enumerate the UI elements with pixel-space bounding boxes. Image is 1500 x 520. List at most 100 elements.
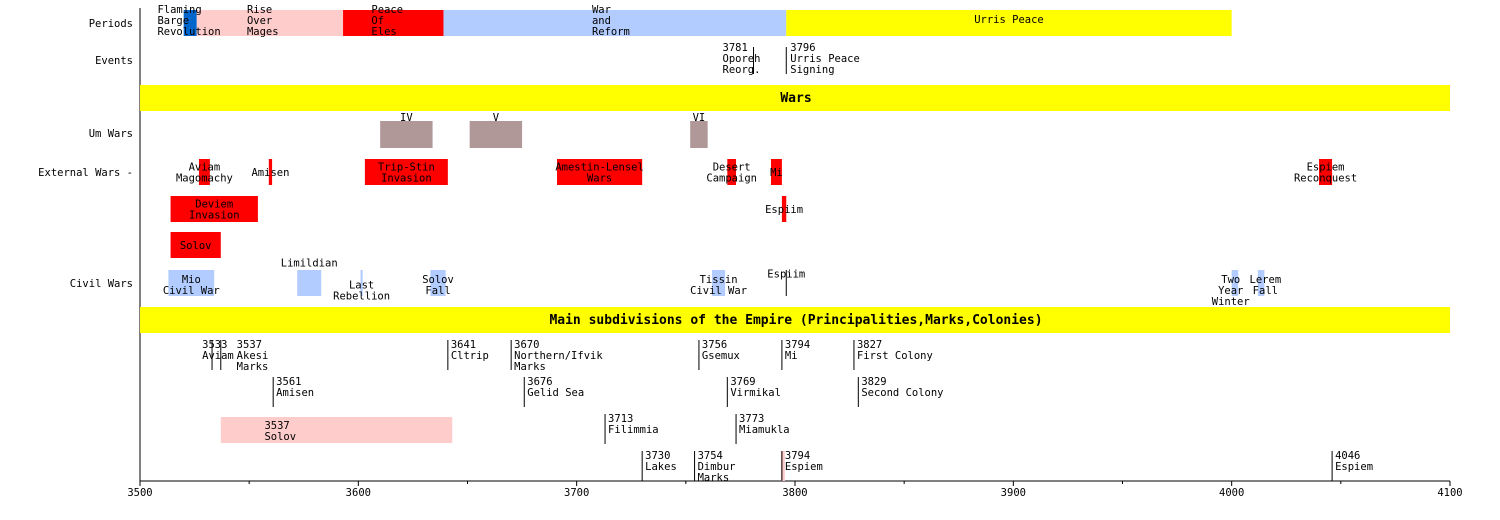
period-label: Revolution <box>157 26 220 38</box>
period-label: Over <box>247 15 272 27</box>
subdivision-label: Cltrip <box>451 350 489 362</box>
external-war-label: Magomachy <box>176 173 233 185</box>
external-war-label: Aviam <box>189 162 221 174</box>
external-war-label: Amisen <box>251 167 289 179</box>
external-war-label: Desert <box>713 162 751 174</box>
subdivision-label: Lakes <box>645 461 677 473</box>
external-war-bar <box>198 159 210 185</box>
event-label: Urris Peace <box>790 53 860 65</box>
external-war-bar <box>170 196 258 222</box>
external-war-label: Wars <box>587 173 612 185</box>
row-label-um: Um Wars <box>89 128 133 140</box>
subdivision-label: 3773 <box>739 413 764 425</box>
civil-war-label: Winter <box>1212 296 1250 308</box>
subdivision-bar <box>220 417 453 443</box>
period-bar <box>183 10 197 36</box>
period-bar <box>196 10 344 36</box>
um-war-label: IV <box>400 112 413 124</box>
subdivision-label: Dimbur <box>698 461 736 473</box>
subdivision-label: Miamukla <box>739 424 790 436</box>
civil-war-label: Espiim <box>767 269 805 281</box>
subdivision-label: Marks <box>514 361 546 373</box>
subdivision-label: 3537 <box>264 420 289 432</box>
civil-war-bar <box>297 270 322 296</box>
subdivision-label: Espiem <box>785 461 823 473</box>
external-war-label: Espiem <box>1307 162 1345 174</box>
subdivision-label: 3561 <box>276 376 301 388</box>
external-war-bar <box>268 159 273 185</box>
um-war-label-group: IV <box>400 112 413 124</box>
subdivision-label: 3676 <box>527 376 552 388</box>
civil-war-label: Rebellion <box>333 291 390 303</box>
um-war-label: VI <box>693 112 706 124</box>
period-bar <box>343 10 444 36</box>
civil-war-bar <box>1231 270 1239 296</box>
external-war-label: Solov <box>180 240 212 252</box>
period-label: Reform <box>592 26 630 38</box>
subdivision-label: 3829 <box>861 376 886 388</box>
civil-war-label: Civil War <box>163 285 220 297</box>
period-label-group: Urris Peace <box>974 14 1044 26</box>
civil-war-label: Limildian <box>281 258 338 270</box>
x-tick-label: 4000 <box>1219 487 1244 499</box>
external-war-label: Trip-Stin <box>378 162 435 174</box>
civil-war-bar <box>168 270 215 296</box>
civil-war-label: Mio <box>182 274 201 286</box>
row-label-ext: External Wars - <box>38 167 133 179</box>
period-label: Of <box>371 15 384 27</box>
subdivision-label: Marks <box>698 472 730 484</box>
period-bar <box>443 10 787 36</box>
external-war-bar <box>727 159 737 185</box>
subdivision-label: 3794 <box>785 450 810 462</box>
subdivision-label: Gelid Sea <box>527 387 584 399</box>
subdivision-label: Filimmia <box>608 424 659 436</box>
external-war-label-group: Amisen <box>251 167 289 179</box>
row-label-events: Events <box>95 55 133 67</box>
subdivision-label: 3756 <box>702 339 727 351</box>
external-war-bar <box>781 196 787 222</box>
external-war-label: Invasion <box>189 210 240 222</box>
external-war-label: Invasion <box>381 173 432 185</box>
um-war-bar <box>469 121 523 148</box>
external-war-bar <box>557 159 643 185</box>
subdivision-label: Second Colony <box>861 387 943 399</box>
subdivision-label: Mi <box>785 350 798 362</box>
event-label: Oporeh <box>723 53 761 65</box>
event-label: Reorg. <box>723 64 761 76</box>
subdivision-label: Gsemux <box>702 350 740 362</box>
subdivision-label: Marks <box>237 361 269 373</box>
external-war-bar <box>1319 159 1333 185</box>
subdivision-label: 3827 <box>857 339 882 351</box>
civil-war-label: Fall <box>1253 285 1278 297</box>
subdivisions-header-bar <box>140 307 1450 333</box>
period-label: Eles <box>371 26 396 38</box>
wars-header-bar <box>140 85 1450 111</box>
civil-war-label: Civil War <box>690 285 747 297</box>
subdivision-label: 3794 <box>785 339 810 351</box>
x-tick-label: 4100 <box>1437 487 1462 499</box>
subdivision-label: 3730 <box>645 450 670 462</box>
period-label: and <box>592 15 611 27</box>
x-tick-label: 3500 <box>127 487 152 499</box>
period-bar <box>786 10 1232 36</box>
x-tick-label: 3800 <box>782 487 807 499</box>
um-war-label-group: VI <box>693 112 706 124</box>
period-label: Barge <box>157 15 189 27</box>
